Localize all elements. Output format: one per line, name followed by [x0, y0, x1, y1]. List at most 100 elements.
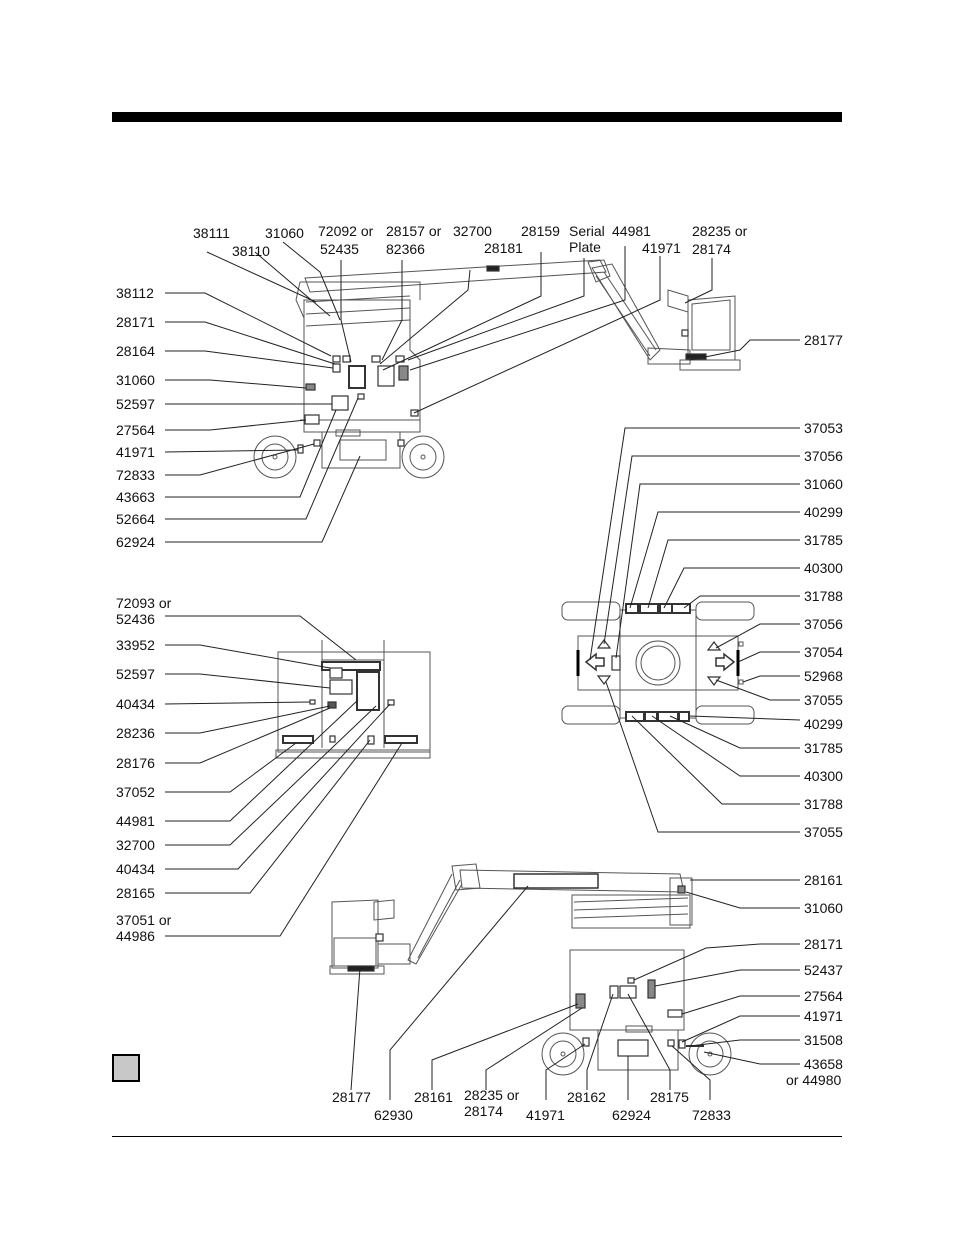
left-decals: [297, 265, 707, 454]
callout-label: 37055: [804, 824, 843, 840]
callout-label: 28174: [692, 241, 731, 257]
platform-decals: [282, 661, 418, 745]
callout-label: 37053: [804, 420, 843, 436]
callout-label: 31508: [804, 1032, 843, 1048]
callout-label: 27564: [804, 988, 843, 1004]
callout-label: 31060: [116, 372, 155, 388]
callout-label: 28159: [521, 223, 560, 239]
callout-label: 37054: [804, 644, 843, 660]
callout-label: 52664: [116, 511, 155, 527]
top-decals: [584, 603, 736, 722]
callout-label: 33952: [116, 637, 155, 653]
callout-label: 62930: [374, 1107, 413, 1123]
callout-label: 52968: [804, 668, 843, 684]
callout-label: 28161: [414, 1089, 453, 1105]
callout-label: 41971: [116, 444, 155, 460]
callout-label: 28176: [116, 755, 155, 771]
right-decals: [347, 873, 704, 1057]
callout-label: 28171: [804, 936, 843, 952]
callout-label: 28157 or: [386, 223, 442, 239]
left-side-view: 38111 31060 72092 or 52435 28157 or 8236…: [116, 223, 843, 550]
callout-label: 72092 or: [318, 223, 374, 239]
top-view: 37053 37056 31060 40299 31785 40300 3178…: [561, 420, 843, 840]
callout-label: 52437: [804, 962, 843, 978]
callout-label: 28175: [650, 1089, 689, 1105]
callout-label: 28235 or: [464, 1087, 520, 1103]
callout-label: 40299: [804, 716, 843, 732]
callout-label: 37051 or: [116, 912, 172, 928]
callout-label: 44981: [612, 223, 651, 239]
platform-labels: 72093 or 52436 33952 52597 40434 28236 2…: [116, 595, 172, 944]
callout-label: 32700: [116, 837, 155, 853]
callout-label: 72833: [116, 467, 155, 483]
platform-drawing: [275, 640, 431, 759]
legend-swatch: [112, 1054, 140, 1082]
callout-label: 31788: [804, 796, 843, 812]
callout-label: 72093 or: [116, 595, 172, 611]
left-leader-lines: [164, 241, 800, 543]
callout-label: or 44980: [786, 1072, 841, 1088]
left-labels: 38111 31060 72092 or 52435 28157 or 8236…: [116, 223, 843, 550]
callout-label: 38110: [232, 243, 270, 259]
callout-label: 37052: [116, 784, 155, 800]
callout-label: 40434: [116, 696, 155, 712]
callout-label: 28174: [464, 1103, 503, 1119]
callout-label: 52597: [116, 666, 155, 682]
callout-label: 43663: [116, 489, 155, 505]
callout-label: 31060: [804, 900, 843, 916]
callout-label: 31060: [265, 225, 304, 241]
callout-label: 31060: [804, 476, 843, 492]
top-drawing: [561, 601, 755, 725]
callout-label: 31785: [804, 532, 843, 548]
callout-label: 28177: [804, 332, 843, 348]
callout-label: 52435: [320, 241, 359, 257]
callout-label: 27564: [116, 422, 155, 438]
callout-label: 28181: [484, 240, 523, 256]
callout-label: 72833: [692, 1107, 731, 1123]
callout-label: 41971: [642, 240, 681, 256]
callout-label: 41971: [526, 1107, 565, 1123]
callout-label: 52597: [116, 396, 155, 412]
callout-label: 38112: [116, 285, 154, 301]
callout-label: 43658: [804, 1056, 843, 1072]
callout-label: 28165: [116, 885, 155, 901]
callout-label: 62924: [116, 534, 155, 550]
right-labels: 28161 31060 28171 52437 27564 41971 3150…: [332, 872, 843, 1123]
header-rule: [112, 112, 842, 122]
callout-label: 28171: [116, 314, 155, 330]
platform-leader-lines: [164, 615, 403, 937]
callout-label: 40299: [804, 504, 843, 520]
callout-label: 82366: [386, 241, 425, 257]
callout-label: 40434: [116, 861, 155, 877]
callout-label: 28177: [332, 1089, 371, 1105]
callout-label: 37055: [804, 692, 843, 708]
callout-label: 28162: [567, 1089, 606, 1105]
callout-label: 28235 or: [692, 223, 748, 239]
callout-label: 38111: [193, 225, 230, 241]
callout-label: 40300: [804, 768, 843, 784]
callout-label: 28161: [804, 872, 843, 888]
callout-label: 31785: [804, 740, 843, 756]
callout-label: 37056: [804, 616, 843, 632]
callout-label: 44981: [116, 813, 155, 829]
top-labels: 37053 37056 31060 40299 31785 40300 3178…: [804, 420, 843, 840]
callout-label: 62924: [612, 1107, 651, 1123]
callout-label: 28236: [116, 725, 155, 741]
callout-label: 28164: [116, 343, 155, 359]
callout-label: Serial: [569, 223, 605, 239]
right-leader-lines: [350, 879, 800, 1100]
callout-label: Plate: [569, 239, 601, 255]
top-leader-lines: [589, 427, 801, 833]
callout-label: 37056: [804, 448, 843, 464]
footer-rule: [112, 1136, 842, 1137]
callout-label: 31788: [804, 588, 843, 604]
callout-label: 40300: [804, 560, 843, 576]
left-machine-drawing: [253, 259, 741, 479]
right-side-view: 28161 31060 28171 52437 27564 41971 3150…: [329, 863, 843, 1123]
right-machine-drawing: [329, 863, 732, 1076]
platform-view: 72093 or 52436 33952 52597 40434 28236 2…: [116, 595, 431, 944]
callout-label: 52436: [116, 611, 155, 627]
callout-label: 44986: [116, 928, 155, 944]
